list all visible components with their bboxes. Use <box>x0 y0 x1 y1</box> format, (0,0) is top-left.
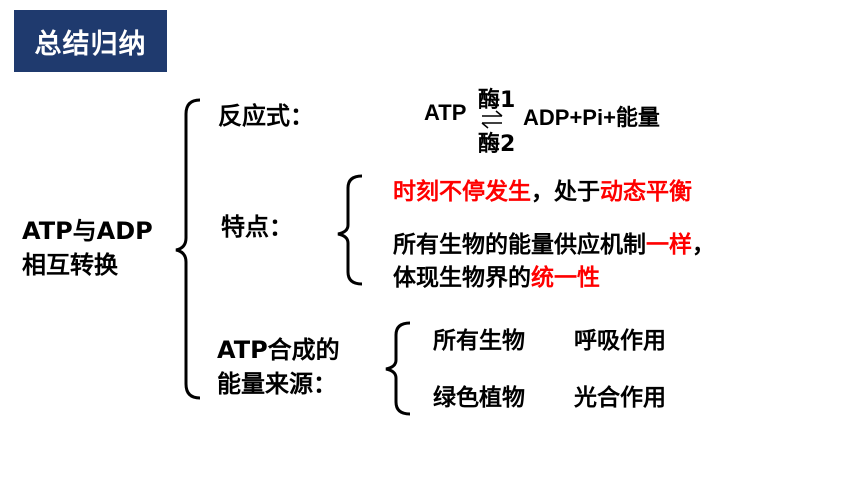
main-brace <box>175 98 201 400</box>
reversible-arrow-icon <box>481 110 503 129</box>
energy-source-label-line2: 能量来源： <box>217 370 337 398</box>
source-1-process: 呼吸作用 <box>574 328 666 354</box>
feature-3-highlight: 统一性 <box>531 265 600 291</box>
features-brace <box>337 174 363 286</box>
feature-item-1: 时刻不停发生，处于动态平衡 <box>393 172 692 206</box>
energy-source-label-line1: ATP合成的 <box>217 336 340 364</box>
feature-item-3: 体现生物界的统一性 <box>393 258 600 292</box>
feature-3-text: 体现生物界的 <box>393 265 531 291</box>
root-label-line2: 相互转换 <box>22 251 118 279</box>
reaction-label: 反应式： <box>218 102 314 130</box>
reaction-products: ADP+Pi+能量 <box>523 105 660 130</box>
feature-2-highlight: 一样 <box>646 232 692 258</box>
source-1-organism: 所有生物 <box>433 328 525 354</box>
enzyme-reverse: 酶2 <box>478 132 516 157</box>
feature-2-end: ， <box>692 232 715 258</box>
enzyme-forward: 酶1 <box>478 88 516 113</box>
source-2-organism: 绿色植物 <box>433 385 525 411</box>
energy-source-label: ATP合成的 能量来源： <box>217 333 340 401</box>
feature-1-sep: ，处于 <box>531 179 600 205</box>
features-label: 特点： <box>221 213 293 241</box>
source-brace <box>385 321 411 416</box>
reaction-reactant: ATP <box>424 100 467 125</box>
root-label-line1: ATP与ADP <box>22 217 153 245</box>
feature-2-text: 所有生物的能量供应机制 <box>393 232 646 258</box>
feature-1-highlight-a: 时刻不停发生 <box>393 179 531 205</box>
slide-title: 总结归纳 <box>14 10 167 72</box>
feature-item-2: 所有生物的能量供应机制一样， <box>393 225 715 259</box>
feature-1-highlight-b: 动态平衡 <box>600 179 692 205</box>
source-2-process: 光合作用 <box>574 385 666 411</box>
root-label: ATP与ADP 相互转换 <box>22 214 153 282</box>
